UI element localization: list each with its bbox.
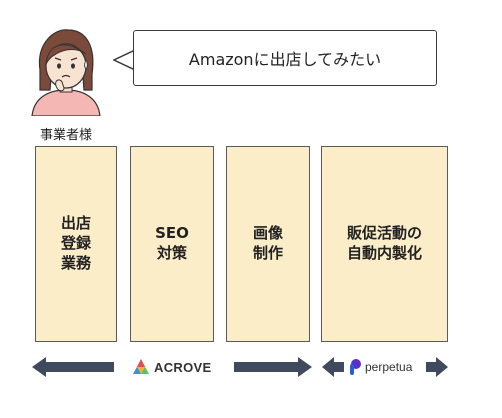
service-box-seo: SEO 対策: [130, 146, 214, 342]
service-label: SEO 対策: [155, 224, 189, 262]
acrove-logo-icon: [133, 359, 149, 374]
left-arrow-icon: [32, 357, 114, 377]
service-box-sales-promotion: 販促活動の 自動内製化: [321, 146, 448, 342]
service-label: 出店 登録 業務: [60, 214, 91, 272]
speech-text: Amazonに出店してみたい: [188, 50, 382, 69]
left-arrow-small-icon: [322, 357, 344, 377]
client-label: 事業者様: [40, 128, 93, 143]
acrove-logo: ACROVE: [132, 356, 211, 378]
worried-woman-avatar-icon: [31, 29, 101, 116]
speech-bubble: Amazonに出店してみたい: [133, 30, 437, 86]
perpetua-logo-icon: [350, 359, 361, 375]
perpetua-logo: perpetua: [348, 356, 412, 378]
service-label: 画像 制作: [252, 224, 283, 262]
service-box-store-registration: 出店 登録 業務: [35, 146, 117, 342]
speech-bubble-tail: [113, 49, 135, 71]
right-arrow-small-icon: [426, 357, 448, 377]
service-label: 販促活動の 自動内製化: [346, 224, 422, 262]
service-box-image-production: 画像 制作: [226, 146, 310, 342]
acrove-logo-text: ACROVE: [154, 359, 212, 375]
right-arrow-icon: [234, 357, 312, 377]
perpetua-logo-text: perpetua: [365, 360, 413, 374]
